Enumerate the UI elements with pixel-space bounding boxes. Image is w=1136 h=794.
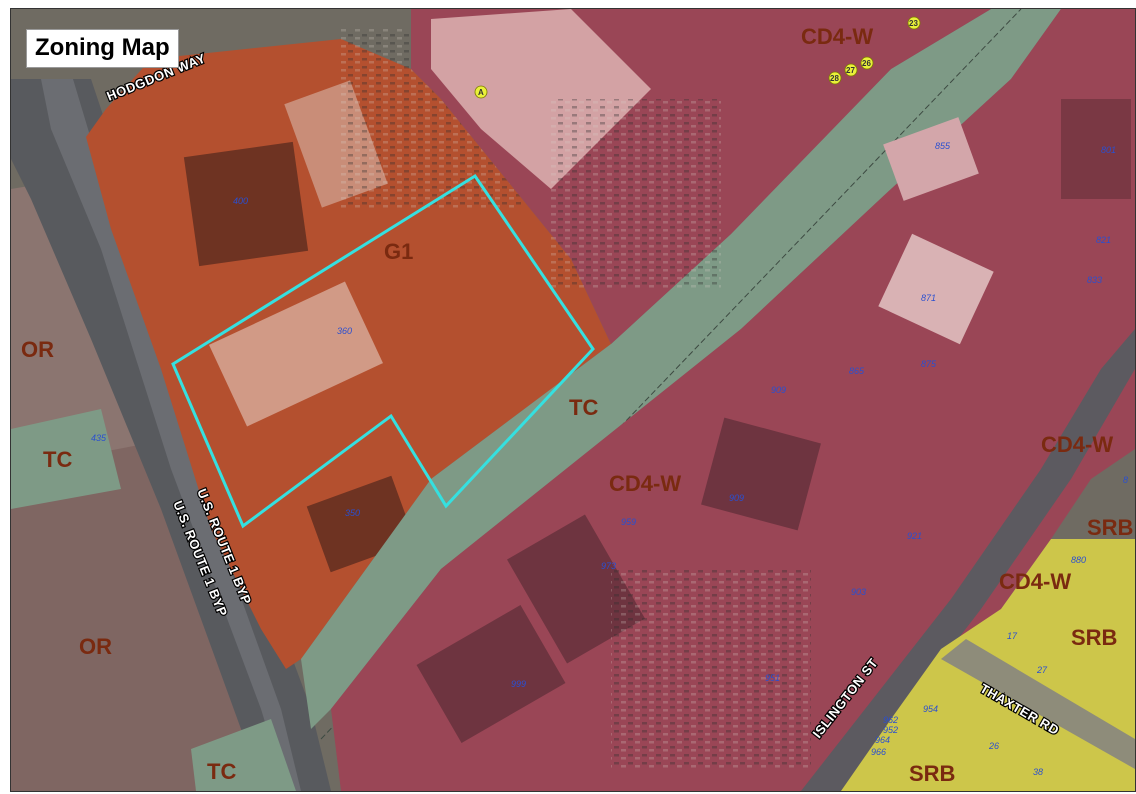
cd4w-building-909 — [701, 417, 821, 531]
parcel-number: 400 — [233, 196, 248, 206]
g1-building-360 — [209, 281, 383, 427]
zone-label-or-bottom: OR — [79, 634, 112, 659]
zone-label-or-left: OR — [21, 337, 54, 362]
parcel-number: 26 — [988, 741, 999, 751]
svg-text:26: 26 — [862, 59, 871, 68]
parcel-number: 350 — [345, 508, 360, 518]
zone-label-srb-bottom: SRB — [909, 761, 955, 786]
parcel-number: 962 — [883, 715, 898, 725]
marker-27[interactable]: 27 — [844, 63, 858, 77]
cd4w-building-973 — [507, 514, 645, 664]
marker-23[interactable]: 23 — [907, 16, 921, 30]
parcel-number: 903 — [851, 587, 866, 597]
zone-label-tc-left: TC — [43, 447, 72, 472]
map-title: Zoning Map — [26, 29, 179, 68]
us-route-1-lanes — [41, 79, 301, 791]
parcel-number: 875 — [921, 359, 937, 369]
cd4w-building-801 — [1061, 99, 1131, 199]
thaxter-rd-surface — [941, 639, 1135, 769]
subject-parcel-outline[interactable] — [171, 173, 595, 529]
parcel-number: 951 — [765, 673, 780, 683]
g1-building-400 — [183, 141, 309, 267]
parcel-number: 921 — [907, 531, 922, 541]
parcel-number: 973 — [601, 561, 616, 571]
parcel-number: 871 — [921, 293, 936, 303]
zone-label-srb-right: SRB — [1087, 515, 1133, 540]
or-trees-texture — [11, 439, 266, 791]
svg-text:23: 23 — [909, 19, 918, 28]
zone-tc-left — [11, 409, 121, 509]
parcel-number: 8 — [1123, 475, 1128, 485]
parcel-number: 17 — [1007, 631, 1018, 641]
parcel-number: 999 — [511, 679, 526, 689]
zone-label-cd4w-lower: CD4-W — [999, 569, 1071, 594]
svg-text:27: 27 — [846, 66, 855, 75]
parcel-number: 801 — [1101, 145, 1116, 155]
svg-text:A: A — [478, 88, 484, 97]
zone-tc-corridor — [301, 9, 1061, 729]
zoning-map-canvas[interactable]: G1 CD4-W CD4-W CD4-W CD4-W TC TC TC OR O… — [11, 9, 1135, 791]
marker-28[interactable]: 28 — [828, 71, 842, 85]
zone-label-tc-bottom: TC — [207, 759, 236, 784]
zone-tc-bottom — [191, 719, 296, 791]
parcel-number: 959 — [621, 517, 636, 527]
zone-label-g1: G1 — [384, 239, 413, 264]
parcel-number: 952 — [883, 725, 898, 735]
cd4w-top-parking-texture — [551, 99, 721, 289]
marker-26[interactable]: 26 — [860, 56, 874, 70]
parcel-number: 360 — [337, 326, 352, 336]
zone-label-srb-lower: SRB — [1071, 625, 1117, 650]
cd4w-parking-texture — [611, 569, 811, 769]
zone-label-cd4w-right: CD4-W — [1041, 432, 1113, 457]
parcel-number: 909 — [771, 385, 786, 395]
islington-st-surface — [801, 329, 1135, 791]
parcel-number: 966 — [871, 747, 886, 757]
parcel-number: 909 — [729, 493, 744, 503]
cd4w-building-999 — [416, 605, 566, 743]
zone-label-cd4w-top: CD4-W — [801, 24, 873, 49]
svg-text:28: 28 — [830, 74, 839, 83]
parcel-number: 954 — [923, 704, 938, 714]
parcel-number: 435 — [91, 433, 107, 443]
parcel-number: 855 — [935, 141, 951, 151]
parcel-number: 865 — [849, 366, 865, 376]
cd4w-building-871 — [878, 233, 994, 345]
rail-line — [320, 9, 1022, 740]
parcel-number: 27 — [1036, 665, 1048, 675]
zone-label-cd4w-center: CD4-W — [609, 471, 681, 496]
zone-label-tc-center: TC — [569, 395, 598, 420]
cd4w-building-855 — [883, 117, 979, 201]
map-frame[interactable]: G1 CD4-W CD4-W CD4-W CD4-W TC TC TC OR O… — [10, 8, 1136, 792]
parcel-number: 833 — [1087, 275, 1102, 285]
parcel-number: 821 — [1096, 235, 1111, 245]
parcel-number: 880 — [1071, 555, 1086, 565]
parcel-number: 38 — [1033, 767, 1043, 777]
parcel-number: 964 — [875, 735, 890, 745]
marker-a[interactable]: A — [474, 85, 488, 99]
